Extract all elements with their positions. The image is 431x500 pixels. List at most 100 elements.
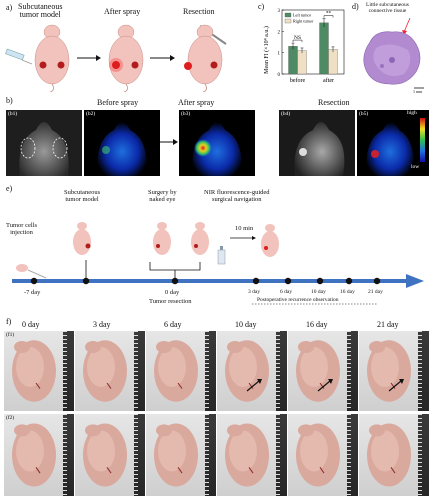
ruler — [418, 331, 429, 411]
mouse-illustration-3 — [184, 24, 223, 92]
observation-label: Postoperative recurrence observation — [257, 297, 339, 303]
mouse-photo-f-row1-2 — [146, 331, 216, 411]
label-b5: (b5) — [359, 111, 369, 117]
mouse-photo-f-row1-5 — [359, 331, 429, 411]
colorbar-high-label: high — [407, 110, 417, 116]
legend-label: Right tumor — [293, 19, 314, 24]
panel-a-step3-label: Resection — [183, 7, 215, 16]
photo-row-f2 — [4, 414, 429, 496]
y-tick-label: 3 — [278, 9, 281, 14]
ruler — [134, 414, 145, 496]
mouse-illustration-e3 — [191, 222, 209, 255]
ruler — [418, 414, 429, 496]
bar-after-0 — [319, 22, 329, 75]
row-label-f2: (f2) — [6, 415, 15, 421]
panel-a-step1-label: Subcutaneous tumor model — [18, 2, 63, 20]
mouse-photo-f-row2-2 — [146, 414, 216, 496]
syringe-icon — [5, 48, 33, 65]
colorbar-icon — [420, 118, 425, 162]
timeline-day-6: 6 day — [280, 289, 293, 295]
bar-chart-fluorescence: Mean FI (×10⁴ a.u.) 0 1 2 3 before after NS **… — [263, 9, 345, 84]
x-tick-label: before — [290, 77, 306, 84]
panel-c-letter: c) — [258, 2, 265, 11]
day-label-1: 3 day — [93, 320, 111, 329]
image-b4 — [279, 110, 355, 176]
ruler — [276, 331, 287, 411]
panel-e-letter: e) — [6, 184, 13, 193]
x-tick-label: after — [323, 77, 334, 84]
surgery-label: Surgery by naked eye — [148, 189, 177, 204]
red-pointer-arrow — [403, 18, 411, 33]
ruler — [276, 414, 287, 496]
image-b5 — [357, 110, 429, 176]
tissue-section-image — [363, 18, 424, 89]
y-tick-label: 2 — [278, 30, 281, 35]
day-label-0: 0 day — [22, 320, 40, 329]
label-b3: (b3) — [181, 111, 191, 117]
chart-frame — [281, 9, 345, 75]
photo-row-f1 — [4, 331, 429, 411]
mouse-photo-f-row1-4 — [288, 331, 358, 411]
day-label-3: 10 day — [235, 320, 257, 329]
day-label-2: 6 day — [164, 320, 182, 329]
syringe-icon-e — [16, 264, 47, 279]
timeline-day-21: 21 day — [368, 289, 383, 295]
timeline-dots — [30, 277, 381, 285]
ruler — [205, 414, 216, 496]
mouse-photo-f-row2-5 — [359, 414, 429, 496]
image-b1 — [6, 110, 82, 176]
legend-swatch — [284, 18, 292, 24]
panel-a-letter: a) — [6, 3, 13, 12]
ruler — [63, 414, 74, 496]
bar-before-1 — [297, 50, 307, 75]
ruler — [205, 331, 216, 411]
label-b1: (b1) — [8, 111, 18, 117]
arrow-b — [160, 139, 178, 145]
mouse-illustration-2 — [108, 24, 144, 92]
mouse-illustration-e4 — [261, 224, 279, 257]
colorbar-low-label: low — [411, 164, 420, 170]
chart-ylabel: Mean FI (×10⁴ a.u.) — [263, 26, 270, 74]
spray-bottle-icon — [217, 246, 226, 265]
mouse-photo-f-row2-1 — [75, 414, 145, 496]
ruler — [63, 331, 74, 411]
day-minus7-label: -7 day — [24, 289, 41, 296]
significance-label: ** — [326, 11, 332, 17]
nir-label: NIR fluorescence-guided surgical navigat… — [204, 189, 270, 204]
legend-swatch — [284, 12, 292, 18]
mouse-illustration-e2 — [153, 222, 171, 255]
panel-a-step2-label: After spray — [104, 7, 141, 16]
panel-f-letter: f) — [6, 317, 12, 326]
day-label-5: 21 day — [377, 320, 399, 329]
mouse-photo-f-row1-3 — [217, 331, 287, 411]
mouse-photo-f-row2-4 — [288, 414, 358, 496]
scale-bar-label: 1 mm — [413, 89, 423, 94]
timeline-diagram — [12, 222, 424, 305]
significance-bracket — [323, 15, 334, 18]
row-label-f1: (f1) — [6, 332, 15, 338]
image-b2 — [84, 110, 160, 176]
mouse-photo-f-row1-1 — [75, 331, 145, 411]
significance-bracket — [292, 39, 303, 43]
y-tick-label: 0 — [278, 73, 281, 78]
image-b3 — [179, 110, 255, 176]
panel-d-letter: d) — [352, 2, 359, 11]
ruler — [347, 414, 358, 496]
mouse-illustration-1 — [34, 24, 70, 92]
timeline-day-10: 10 day — [311, 289, 326, 295]
tumor-resection-label: Tumor resection — [149, 298, 192, 305]
timeline-day-16: 16 day — [340, 289, 355, 295]
ten-min-label: 10 min — [235, 225, 254, 232]
day-label-4: 16 day — [306, 320, 328, 329]
y-tick-label: 1 — [278, 52, 281, 57]
tissue-caption: Little subcutaneous connective tissue — [366, 2, 409, 15]
subcutaneous-label: Subcutaneous tumor model — [64, 189, 101, 204]
ruler — [347, 331, 358, 411]
mouse-photo-f-row2-3 — [217, 414, 287, 496]
panel-a-schematic — [5, 24, 227, 92]
tumor-cells-label: Tumor cells injection — [6, 222, 37, 237]
label-b4: (b4) — [281, 111, 291, 117]
before-spray-label: Before spray — [97, 98, 139, 107]
ruler — [134, 331, 145, 411]
significance-label: NS — [294, 35, 301, 41]
